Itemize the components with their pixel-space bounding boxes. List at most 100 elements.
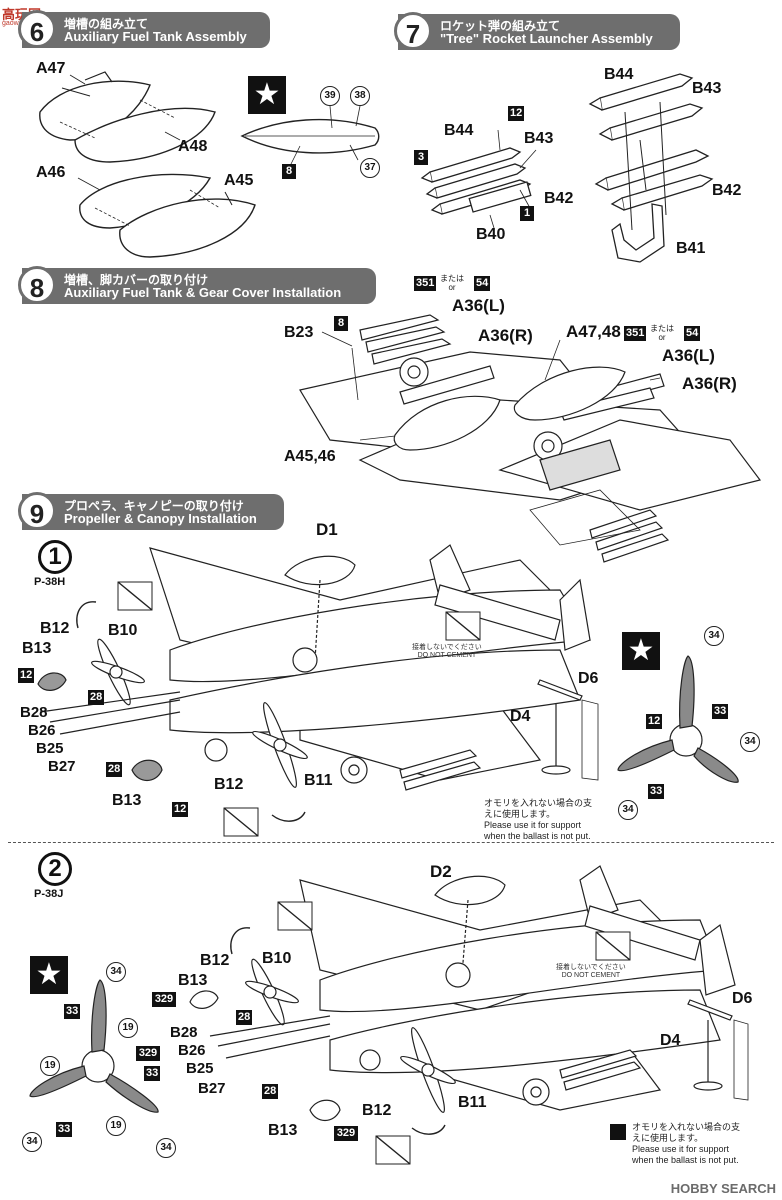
- step-8-title-en: Auxiliary Fuel Tank & Gear Cover Install…: [64, 285, 342, 300]
- star-icon: ★: [248, 76, 286, 114]
- label-a45: A45: [224, 172, 254, 189]
- color-box-33-a: 33: [712, 704, 729, 719]
- label-b27: B27: [48, 758, 76, 775]
- star-icon-p38h: ★: [622, 632, 660, 670]
- label-d6-j: D6: [732, 990, 753, 1007]
- label-b13-top: B13: [22, 640, 52, 657]
- label-a4546: A45,46: [284, 448, 336, 465]
- color-box-12-spinner-b: 12: [172, 802, 189, 817]
- color-box-12-rocket: 12: [508, 106, 525, 121]
- label-d4-j: D4: [660, 1032, 681, 1049]
- color-ref-34-b: 34: [740, 732, 760, 752]
- color-box-351-left: 351: [414, 276, 437, 291]
- variant-1-badge: 1: [38, 540, 72, 574]
- variant-2-name: P-38J: [34, 888, 64, 900]
- label-b43-right: B43: [692, 80, 722, 97]
- color-box-1: 1: [520, 206, 534, 221]
- label-b44-left: B44: [444, 122, 474, 139]
- label-b12-j-bottom: B12: [362, 1102, 392, 1119]
- label-b12-j-top: B12: [200, 952, 230, 969]
- step-6-title-en: Auxiliary Fuel Tank Assembly: [64, 29, 247, 44]
- label-d6-top: D6: [578, 670, 599, 687]
- color-ref-34-j-c: 34: [156, 1138, 176, 1158]
- label-b12-bottom: B12: [214, 776, 244, 793]
- label-b12-top: B12: [40, 620, 70, 637]
- label-b13-j-top: B13: [178, 972, 208, 989]
- step-8-number: 8: [18, 266, 56, 304]
- ballast-note-2: オモリを入れない場合の支 えに使用します。 Please use it for …: [632, 1122, 740, 1166]
- label-b11: B11: [304, 772, 333, 789]
- step-7-number: 7: [394, 12, 432, 50]
- color-box-12-prop: 12: [646, 714, 663, 729]
- step-8-title-jp: 増槽、脚カバーの取り付け: [64, 273, 209, 287]
- label-b41: B41: [676, 240, 706, 257]
- color-ref-39: 39: [320, 86, 340, 106]
- color-ref-34-j-a: 34: [106, 962, 126, 982]
- label-b11-j: B11: [458, 1094, 487, 1111]
- label-b42-left: B42: [544, 190, 574, 207]
- label-b10-j: B10: [262, 950, 292, 967]
- ballast-jp-2a: オモリを入れない場合の支: [632, 1122, 741, 1132]
- do-not-cement-en-1: DO NOT CEMENT: [417, 652, 477, 659]
- do-not-cement-note-2: 接着しないでください DO NOT CEMENT: [556, 964, 626, 980]
- do-not-cement-jp-2: 接着しないでください: [556, 964, 626, 971]
- label-b44-right: B44: [604, 66, 634, 83]
- label-d4-top: D4: [510, 708, 531, 725]
- color-ref-19-c: 19: [106, 1116, 126, 1136]
- label-a36r-right: A36(R): [682, 374, 737, 393]
- label-b40: B40: [476, 226, 506, 243]
- color-box-329-c: 329: [136, 1046, 160, 1061]
- or-en-left: or: [448, 283, 456, 292]
- color-box-12-spinner: 12: [18, 668, 35, 683]
- label-a36l-left: A36(L): [452, 296, 505, 315]
- color-ref-37: 37: [360, 158, 380, 178]
- color-ref-34-a: 34: [704, 626, 724, 646]
- variant-2-badge: 2: [38, 852, 72, 886]
- or-jp-left: または: [440, 274, 464, 283]
- step-7-header: 7 ロケット弾の組み立て "Tree" Rocket Launcher Asse…: [394, 12, 680, 50]
- label-a4748: A47,48: [566, 322, 621, 341]
- color-ref-19-a: 19: [118, 1018, 138, 1038]
- color-box-329-a: 329: [152, 992, 176, 1007]
- color-box-329-b: 329: [334, 1126, 358, 1141]
- color-box-54-right: 54: [684, 326, 701, 341]
- label-b43-left: B43: [524, 130, 554, 147]
- or-jp-right: または: [650, 324, 674, 333]
- variant-1-name: P-38H: [34, 576, 66, 588]
- color-box-28-j-a: 28: [236, 1010, 253, 1025]
- label-b42-right: B42: [712, 182, 742, 199]
- label-b10-top: B10: [108, 622, 138, 639]
- label-b27-j: B27: [198, 1080, 226, 1097]
- step-9-number: 9: [18, 492, 56, 530]
- ballast-en-1a: Please use it for support: [484, 820, 582, 830]
- color-box-28-a: 28: [88, 690, 105, 705]
- label-b25: B25: [36, 740, 64, 757]
- label-b23: B23: [284, 324, 314, 341]
- label-a47: A47: [36, 60, 66, 77]
- color-box-28-b: 28: [106, 762, 123, 777]
- ballast-en-2a: Please use it for support: [632, 1144, 730, 1154]
- color-box-33-j-b: 33: [144, 1066, 161, 1081]
- step-9-title-jp: プロペラ、キャノピーの取り付け: [64, 499, 244, 513]
- label-b26-j: B26: [178, 1042, 206, 1059]
- label-b26: B26: [28, 722, 56, 739]
- ballast-en-2b: when the ballast is not put.: [632, 1155, 739, 1165]
- color-ref-38: 38: [350, 86, 370, 106]
- step-6-number: 6: [18, 10, 56, 48]
- label-a36l-right: A36(L): [662, 346, 715, 365]
- do-not-cement-note-1: 接着しないでください DO NOT CEMENT: [412, 644, 482, 660]
- step-9-title-en: Propeller & Canopy Installation: [64, 511, 257, 526]
- label-b28: B28: [20, 704, 48, 721]
- label-a36r-left: A36(R): [478, 326, 533, 345]
- color-ref-19-b: 19: [40, 1056, 60, 1076]
- color-box-351-right: 351: [624, 326, 647, 341]
- color-ref-34-j-b: 34: [22, 1132, 42, 1152]
- color-box-33-b: 33: [648, 784, 665, 799]
- label-a46: A46: [36, 164, 66, 181]
- step-9-header: 9 プロペラ、キャノピーの取り付け Propeller & Canopy Ins…: [18, 492, 284, 530]
- ballast-jp-2b: えに使用します。: [632, 1133, 704, 1143]
